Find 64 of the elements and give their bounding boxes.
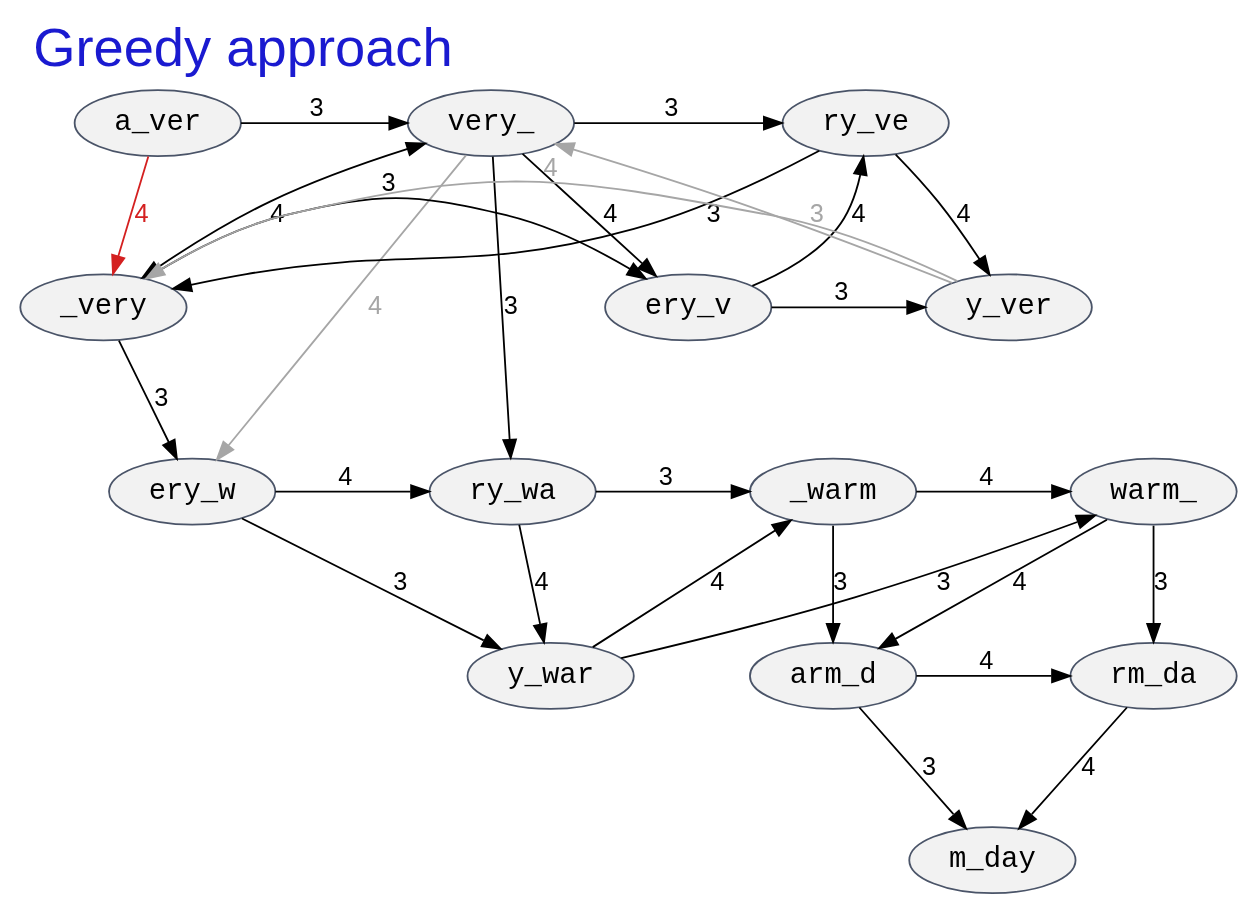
edge-label: 4 [602,198,617,227]
edge-label: 3 [832,567,847,596]
node-ellipse: arm_d [748,641,917,710]
edge-label: 4 [1012,567,1027,596]
edge-label: 3 [1153,567,1168,596]
edge-label: 4 [850,198,865,227]
node-ellipse: m_day [907,826,1076,895]
arrow [1016,706,1128,831]
node-ellipse: y_war [466,641,635,710]
edge-label: 4 [978,646,993,674]
edge-label: 3 [833,277,848,306]
edge-label: 4 [955,198,970,227]
node-ellipse: warm_ [1069,457,1238,526]
arrow [619,514,1098,660]
arrow [572,115,785,131]
edge-label: 3 [153,383,168,412]
node-ellipse: _warm [748,457,917,526]
edge-label: 3 [663,93,678,122]
node-ellipse: ery_w [107,457,276,526]
arrow [517,523,547,646]
arrow [594,484,752,500]
arrow [117,339,178,462]
arrow [770,299,928,315]
node-ellipse: a_ver [73,89,242,158]
arrow [110,155,149,277]
edge-label: 4 [133,198,149,227]
arrow [214,154,467,462]
edge-label: 3 [503,291,518,320]
edge-label: 4 [367,291,382,320]
edge-label: 3 [392,567,407,596]
edge-label: 3 [921,751,936,780]
arrow [914,668,1073,684]
arrow [274,484,432,500]
arrow [591,519,793,649]
arrow [876,518,1108,650]
edge-label: 3 [658,461,673,490]
edge-label: 4 [534,567,549,596]
arrow [521,153,658,278]
edge-label: 3 [309,93,324,122]
arrow [552,142,953,284]
edge-label: 4 [337,461,352,490]
edge-label: 4 [709,567,724,596]
arrow [914,484,1073,500]
arrow [240,517,503,651]
edge-label: 4 [978,461,993,490]
arrow [239,115,410,131]
node-ellipse: ry_ve [781,89,950,158]
arrow [750,153,868,287]
node-ellipse: rm_da [1069,641,1238,710]
node-ellipse: _very [18,273,187,342]
edge-label: 3 [381,168,396,197]
node-ellipse: ery_v [603,273,772,342]
diagram-title: Greedy approach [32,17,453,79]
node-ellipse: y_ver [924,273,1093,342]
node-ellipse: ry_wa [428,457,597,526]
edge-label: 4 [1080,751,1095,780]
edge-label: 3 [935,567,951,596]
arrow [894,153,991,277]
arrow [824,524,841,645]
arrow [491,155,517,461]
arrow [1145,524,1161,645]
edge-label: 3 [809,198,824,227]
arrow [169,149,820,293]
arrow [858,706,968,831]
